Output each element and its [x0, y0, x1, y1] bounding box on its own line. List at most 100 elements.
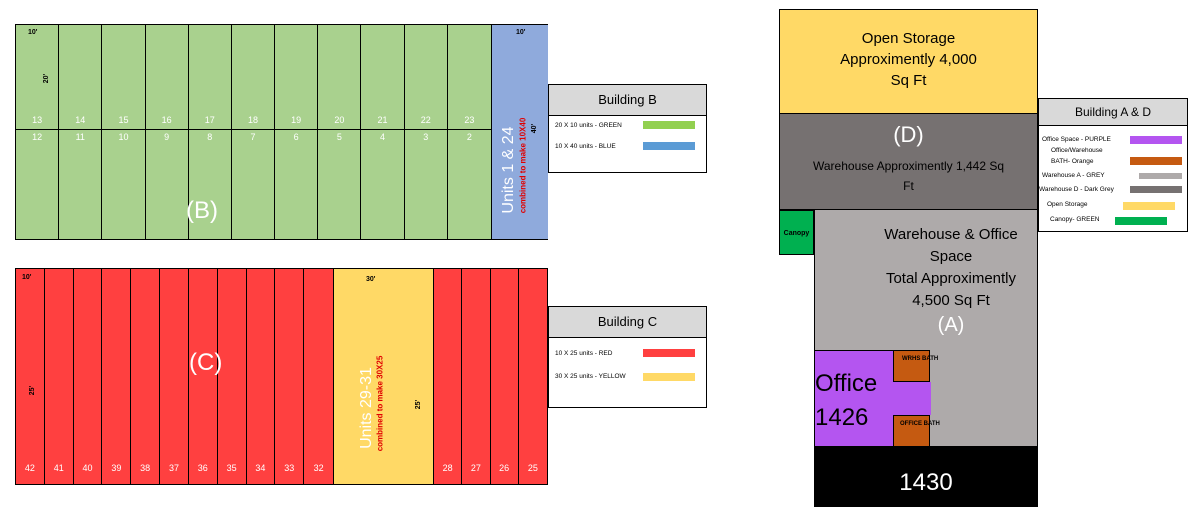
storage-unit: 13 — [16, 25, 60, 129]
combined-unit-title: Units 1 & 24 — [500, 126, 517, 214]
unit-number: 15 — [118, 115, 129, 125]
storage-unit: 20 — [318, 25, 362, 129]
storage-unit: 16 — [146, 25, 189, 129]
office-bath: OFFICE BATH — [893, 415, 940, 447]
office-1426-ext — [893, 382, 931, 415]
legend-label: Warehouse A - GREY — [1042, 172, 1105, 179]
unit-number: 12 — [32, 132, 43, 142]
storage-unit: 27 — [462, 269, 491, 484]
unit-number: 25 — [527, 463, 538, 473]
office-1426-text: Office 1426 — [815, 367, 877, 435]
combined-dim-width: 30' — [366, 276, 376, 283]
building-c-dim-width: 10' — [22, 274, 32, 281]
building-c-label: (C) — [189, 349, 223, 376]
storage-unit: 10 — [102, 130, 146, 239]
unit-number: 6 — [293, 132, 299, 142]
unit-number: 42 — [24, 463, 35, 473]
building-b-dim-depth: 20' — [43, 73, 51, 84]
dark-grey-swatch — [1130, 186, 1182, 193]
warehouse-a-line: 4,500 Sq Ft — [912, 292, 990, 309]
unit-number: 7 — [250, 132, 256, 142]
combined-unit-title: Units 29-31 — [358, 367, 375, 449]
legend-label: Open Storage — [1047, 201, 1088, 208]
storage-unit: 37 — [160, 269, 189, 484]
storage-unit: 19 — [275, 25, 319, 129]
unit-number: 13 — [32, 115, 43, 125]
unit-number: 21 — [377, 115, 388, 125]
building-c-dim-depth: 25' — [29, 385, 37, 396]
legend-label: 10 X 25 units - RED — [555, 350, 613, 357]
warehouse-d-line: Warehouse Approximently 1,442 Sq — [813, 159, 1004, 173]
storage-unit: 5 — [318, 130, 362, 239]
unit-number: 8 — [207, 132, 213, 142]
unit-number: 37 — [168, 463, 179, 473]
office-bath-label: OFFICE BATH — [900, 421, 940, 427]
unit-number: 10 — [118, 132, 129, 142]
grey-swatch — [1139, 173, 1182, 179]
storage-unit: 22 — [405, 25, 448, 129]
building-c-legend: Building C 10 X 25 units - RED 30 X 25 u… — [548, 306, 707, 408]
unit-number: 23 — [464, 115, 475, 125]
storage-unit: 36 — [189, 269, 218, 484]
building-ad-legend: Building A & D Office Space - PURPLE Off… — [1038, 98, 1188, 232]
green-swatch — [643, 121, 695, 129]
building-c-combined-unit: 30' Units 29-31 combined to make 30X25 2… — [333, 269, 434, 484]
unit-number: 32 — [313, 463, 324, 473]
unit-number: 26 — [499, 463, 510, 473]
wrhs-bath-label: WRHS BATH — [902, 356, 939, 362]
canopy-label: Canopy — [783, 230, 810, 237]
warehouse-d: (D) Warehouse Approximently 1,442 Sq Ft — [779, 113, 1038, 210]
unit-number: 35 — [226, 463, 237, 473]
warehouse-d-text: Warehouse Approximently 1,442 Sq Ft — [780, 156, 1037, 196]
legend-label: 20 X 10 units - GREEN — [555, 122, 622, 129]
legend-label: Office Space - PURPLE — [1042, 136, 1111, 143]
unit-number: 9 — [164, 132, 170, 142]
office-line: Office — [815, 370, 878, 397]
unit-number: 39 — [111, 463, 122, 473]
canopy: Canopy — [779, 210, 814, 255]
building-b-dim-width: 10' — [28, 29, 38, 36]
unit-number: 16 — [161, 115, 172, 125]
legend-label: Canopy- GREEN — [1050, 216, 1100, 223]
storage-unit: 15 — [102, 25, 146, 129]
unit-number: 41 — [53, 463, 64, 473]
storage-unit: 21 — [361, 25, 405, 129]
storage-unit: 8 — [189, 130, 232, 239]
unit-number: 17 — [204, 115, 215, 125]
unit-number: 3 — [423, 132, 429, 142]
storage-unit: 4 — [361, 130, 405, 239]
combined-dim-width: 10' — [516, 29, 526, 36]
unit-number: 38 — [140, 463, 151, 473]
open-storage-line: Open Storage — [861, 30, 956, 47]
blue-swatch — [643, 142, 695, 150]
storage-unit: 26 — [491, 269, 519, 484]
unit-number: 34 — [255, 463, 266, 473]
combined-dim-depth: 25' — [415, 399, 423, 410]
storage-unit: 23 — [448, 25, 491, 129]
unit-number: 4 — [380, 132, 386, 142]
storage-unit: 38 — [131, 269, 161, 484]
warehouse-d-label: (D) — [893, 122, 924, 147]
unit-number: 5 — [336, 132, 342, 142]
open-storage-line: Sq Ft — [890, 72, 927, 89]
unit-number: 14 — [75, 115, 86, 125]
storage-unit: 12 — [16, 130, 60, 239]
purple-swatch — [1130, 136, 1182, 144]
warehouse-a-line: Warehouse & Office — [884, 226, 1018, 243]
storage-unit: 9 — [146, 130, 189, 239]
open-storage-area: Open Storage Approximently 4,000 Sq Ft — [779, 9, 1038, 114]
legend-label: Warehouse D - Dark Grey — [1039, 186, 1114, 193]
storage-unit: 39 — [102, 269, 132, 484]
wrhs-bath: WRHS BATH — [893, 350, 938, 382]
office-line: 1426 — [815, 404, 869, 431]
unit-number: 22 — [420, 115, 431, 125]
storage-unit: 6 — [275, 130, 319, 239]
storage-unit: 2 — [448, 130, 491, 239]
storage-unit: 17 — [189, 25, 232, 129]
combined-unit-note: combined to make 30X25 — [375, 355, 385, 452]
storage-unit: 25 — [519, 269, 547, 484]
combined-unit-note: combined to make 10X40 — [518, 117, 528, 214]
warehouse-a-line: Space — [929, 248, 973, 265]
building-b-midline — [16, 129, 491, 130]
legend-label: 10 X 40 units - BLUE — [555, 143, 616, 150]
